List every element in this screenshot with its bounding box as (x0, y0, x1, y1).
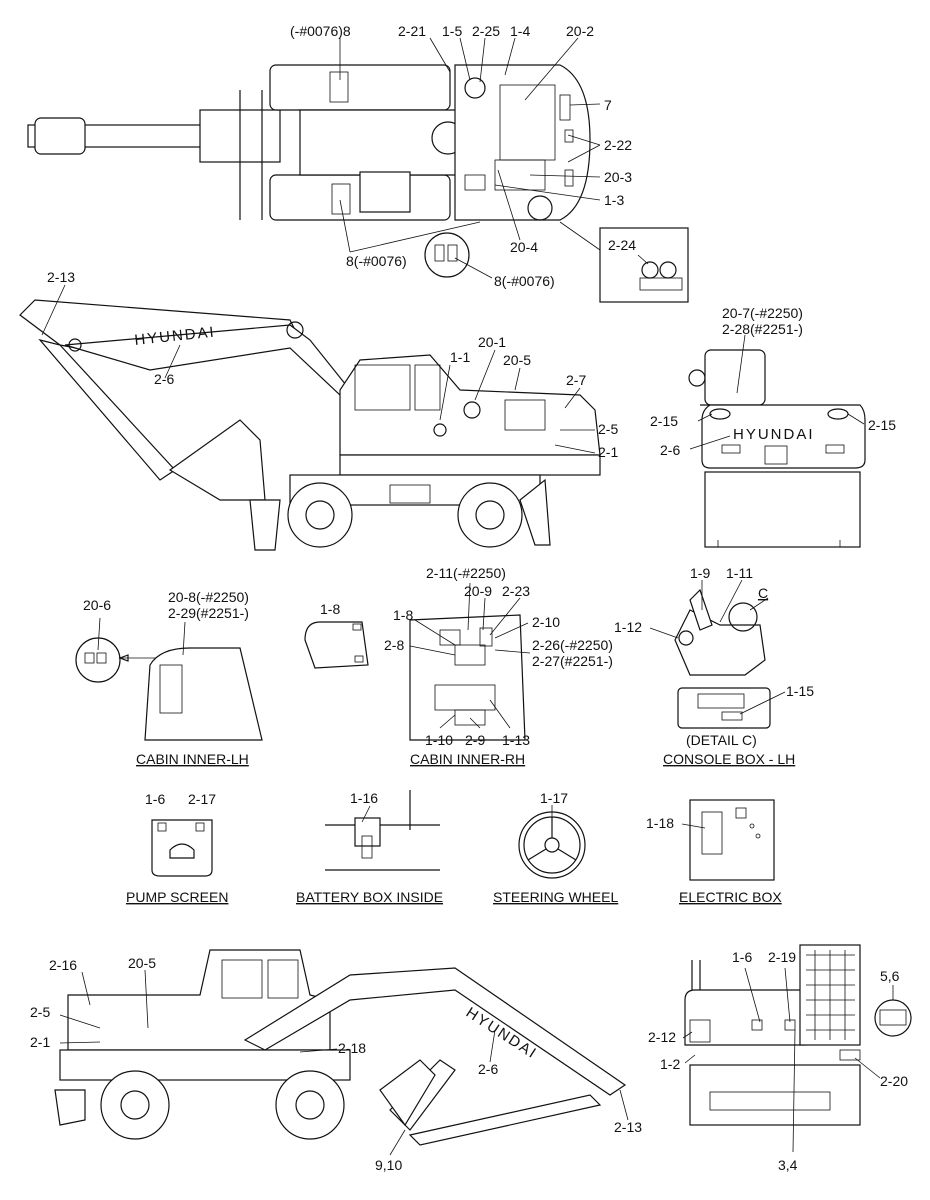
label-b-2-13: 2-13 (614, 1119, 642, 1135)
label-top-0076-8: (-#0076)8 (290, 23, 351, 39)
label-b-2-5: 2-5 (30, 1004, 50, 1020)
label-con-1-12: 1-12 (614, 619, 642, 635)
label-side-20-5: 20-5 (503, 352, 531, 368)
label-lh-2-29: 2-29(#2251-) (168, 605, 249, 621)
label-rh-2-10: 2-10 (532, 614, 560, 630)
rear-side-view: 1-6 2-19 5,6 2-12 1-2 2-20 3,4 (648, 944, 912, 1173)
label-lh-20-6: 20-6 (83, 597, 111, 613)
label-b-2-16: 2-16 (49, 957, 77, 973)
label-top-20-2: 20-2 (566, 23, 594, 39)
label-br-2-19: 2-19 (768, 949, 796, 965)
label-side-2-7: 2-7 (566, 372, 586, 388)
label-con-1-15: 1-15 (786, 683, 814, 699)
label-con-1-11: 1-11 (726, 565, 753, 581)
label-top-1-5: 1-5 (442, 23, 462, 39)
caption-battery-box-inside: BATTERY BOX INSIDE (296, 889, 443, 905)
label-br-5-6: 5,6 (880, 968, 900, 984)
label-eb-1-18: 1-18 (646, 815, 674, 831)
label-win-1-8: 1-8 (320, 601, 340, 617)
pump-screen-view: 1-6 2-17 PUMP SCREEN (126, 791, 228, 905)
label-con-1-9: 1-9 (690, 565, 710, 581)
label-b-2-6: 2-6 (478, 1061, 498, 1077)
label-rear-2-15b: 2-15 (868, 417, 896, 433)
label-rh-2-9: 2-9 (465, 732, 485, 748)
label-rh-2-27: 2-27(#2251-) (532, 653, 613, 669)
caption-cabin-inner-rh: CABIN INNER-RH (410, 751, 525, 767)
battery-box-view: 1-16 BATTERY BOX INSIDE (296, 790, 443, 905)
label-rear-2-15a: 2-15 (650, 413, 678, 429)
label-rear-2-28: 2-28(#2251-) (722, 321, 803, 337)
cabin-inner-lh-view: 20-6 20-8(-#2250) 2-29(#2251-) CABIN INN… (75, 589, 263, 767)
label-rear-20-7: 20-7(-#2250) (722, 305, 803, 321)
label-rh-2-23: 2-23 (502, 583, 530, 599)
label-rear-2-6: 2-6 (660, 442, 680, 458)
label-bb-1-16: 1-16 (350, 790, 378, 806)
label-b-2-1: 2-1 (30, 1034, 50, 1050)
label-rh-2-26: 2-26(-#2250) (532, 637, 613, 653)
console-box-view: 1-9 1-11 C 1-12 1-15 (DETAIL C) CONSOLE … (614, 565, 814, 767)
label-top-2-24: 2-24 (608, 237, 636, 253)
label-side-2-5: 2-5 (598, 421, 618, 437)
label-b-2-18: 2-18 (338, 1040, 366, 1056)
caption-steering-wheel: STEERING WHEEL (493, 889, 618, 905)
electric-box-view: 1-18 ELECTRIC BOX (646, 799, 782, 905)
label-top-8-0076b: 8(-#0076) (494, 273, 555, 289)
side-view-rh: HYUNDAI 2-16 20-5 2-5 2-1 2-18 2-6 2-13 … (30, 949, 642, 1173)
label-side-20-1: 20-1 (478, 334, 506, 350)
label-rh-20-9: 20-9 (464, 583, 492, 599)
label-top-8-0076a: 8(-#0076) (346, 253, 407, 269)
label-br-2-12: 2-12 (648, 1029, 676, 1045)
label-rh-2-11: 2-11(-#2250) (426, 565, 506, 581)
label-side-2-6: 2-6 (154, 371, 174, 387)
top-view: (-#0076)8 2-21 1-5 2-25 1-4 20-2 7 2-22 … (27, 23, 689, 303)
label-top-1-3: 1-3 (604, 192, 624, 208)
label-top-20-3: 20-3 (604, 169, 632, 185)
steering-wheel-view: 1-17 STEERING WHEEL (493, 790, 618, 905)
caption-electric-box: ELECTRIC BOX (679, 889, 782, 905)
label-br-1-6: 1-6 (732, 949, 752, 965)
label-br-2-20: 2-20 (880, 1073, 908, 1089)
label-side-2-13: 2-13 (47, 269, 75, 285)
label-rh-1-8: 1-8 (393, 607, 413, 623)
caption-detail-c: (DETAIL C) (686, 732, 757, 748)
label-br-3-4: 3,4 (778, 1157, 798, 1173)
label-rh-2-8: 2-8 (384, 637, 404, 653)
label-con-c: C (758, 585, 768, 601)
label-ps-2-17: 2-17 (188, 791, 216, 807)
window-pane-view: 1-8 (304, 601, 369, 669)
label-br-1-2: 1-2 (660, 1056, 680, 1072)
label-top-2-21: 2-21 (398, 23, 426, 39)
side-view: HYUNDAI 2-13 2-6 20-1 1-1 20-5 2-7 2-5 2… (19, 269, 618, 551)
label-rh-1-13: 1-13 (502, 732, 530, 748)
brand-on-counterweight: HYUNDAI (733, 426, 815, 443)
label-rh-1-10: 1-10 (425, 732, 453, 748)
label-b-9-10: 9,10 (375, 1157, 402, 1173)
caption-console-box-lh: CONSOLE BOX - LH (663, 751, 795, 767)
label-top-7: 7 (604, 97, 612, 113)
label-top-2-25: 2-25 (472, 23, 500, 39)
label-sw-1-17: 1-17 (540, 790, 568, 806)
label-top-20-4: 20-4 (510, 239, 538, 255)
label-top-1-4: 1-4 (510, 23, 530, 39)
label-side-2-1: 2-1 (598, 444, 618, 460)
caption-cabin-inner-lh: CABIN INNER-LH (136, 751, 249, 767)
cabin-inner-rh-view: 2-11(-#2250) 20-9 2-23 1-8 2-10 2-8 2-26… (384, 565, 613, 767)
label-side-1-1: 1-1 (450, 349, 470, 365)
label-top-2-22: 2-22 (604, 137, 632, 153)
rear-view: HYUNDAI 20-7(-#2250) 2-28(#2251-) 2-15 2… (650, 305, 896, 548)
label-ps-1-6: 1-6 (145, 791, 165, 807)
caption-pump-screen: PUMP SCREEN (126, 889, 228, 905)
label-b-20-5: 20-5 (128, 955, 156, 971)
label-lh-20-8: 20-8(-#2250) (168, 589, 249, 605)
